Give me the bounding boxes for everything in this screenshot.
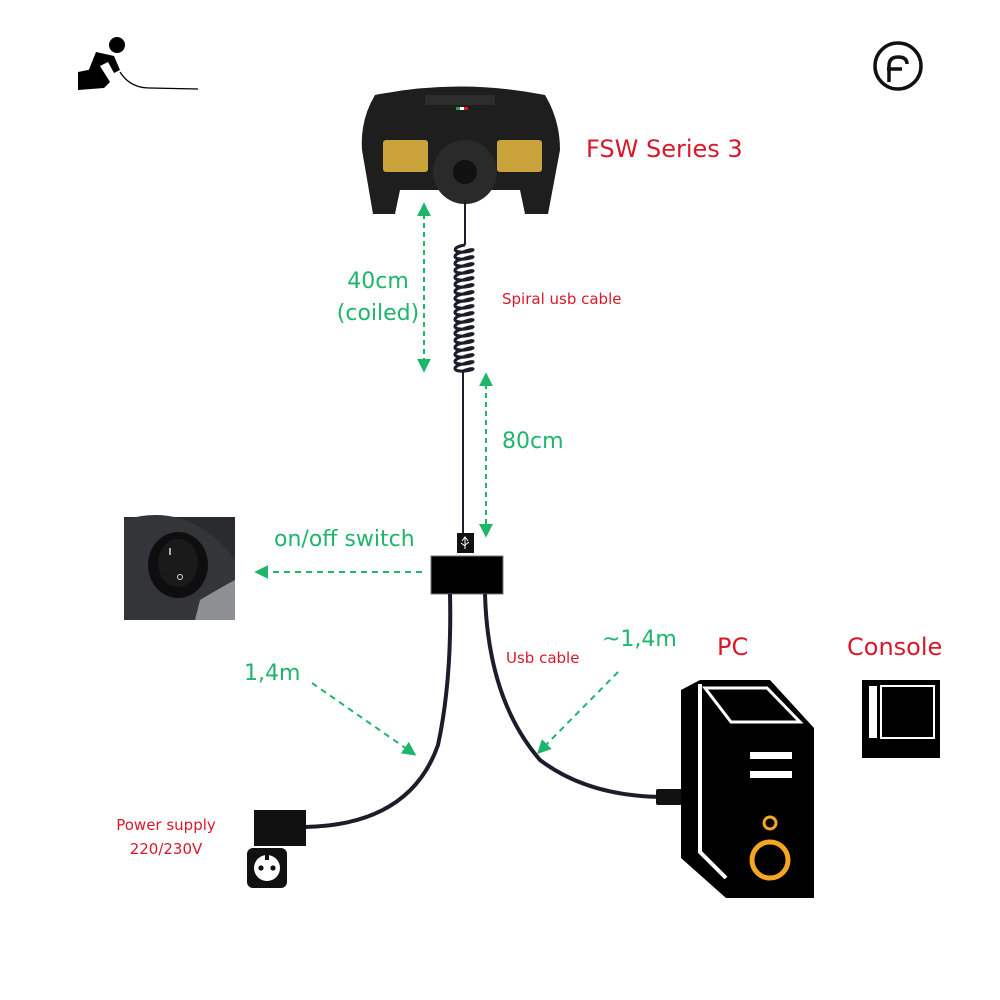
- switch-label: on/off switch: [274, 527, 415, 552]
- usb-length-label: ~1,4m: [602, 627, 677, 652]
- wheel-label: FSW Series 3: [586, 135, 743, 163]
- usb-length-arrow: [537, 671, 619, 754]
- pc-usb-plug: [656, 789, 682, 805]
- control-box: [430, 555, 504, 595]
- brand-logo-icon: [873, 41, 923, 91]
- coiled-note-label: (coiled): [336, 301, 420, 326]
- power-cable: [304, 593, 453, 829]
- kneeling-worker-icon: [78, 37, 199, 90]
- straight-length-label: 80cm: [502, 429, 564, 454]
- spiral-cable-label: Spiral usb cable: [502, 290, 622, 308]
- usb-icon: [457, 533, 474, 553]
- coiled-length-label: 40cm: [347, 269, 409, 294]
- usb-cable: [483, 593, 671, 800]
- usb-cable-label: Usb cable: [506, 649, 580, 667]
- steering-wheel-image: [361, 86, 560, 214]
- console-label: Console: [847, 633, 943, 661]
- pc-label: PC: [717, 633, 749, 661]
- console-icon: [862, 680, 940, 758]
- pc-tower-icon: [681, 680, 814, 898]
- power-outlet-icon: [247, 810, 306, 888]
- spiral-usb-cable: [453, 200, 475, 535]
- power-supply-voltage: 220/230V: [129, 840, 203, 858]
- power-length-arrow: [311, 682, 417, 756]
- power-supply-label: Power supply: [116, 816, 216, 834]
- power-length-label: 1,4m: [244, 661, 301, 686]
- rocker-switch-photo: [124, 515, 235, 620]
